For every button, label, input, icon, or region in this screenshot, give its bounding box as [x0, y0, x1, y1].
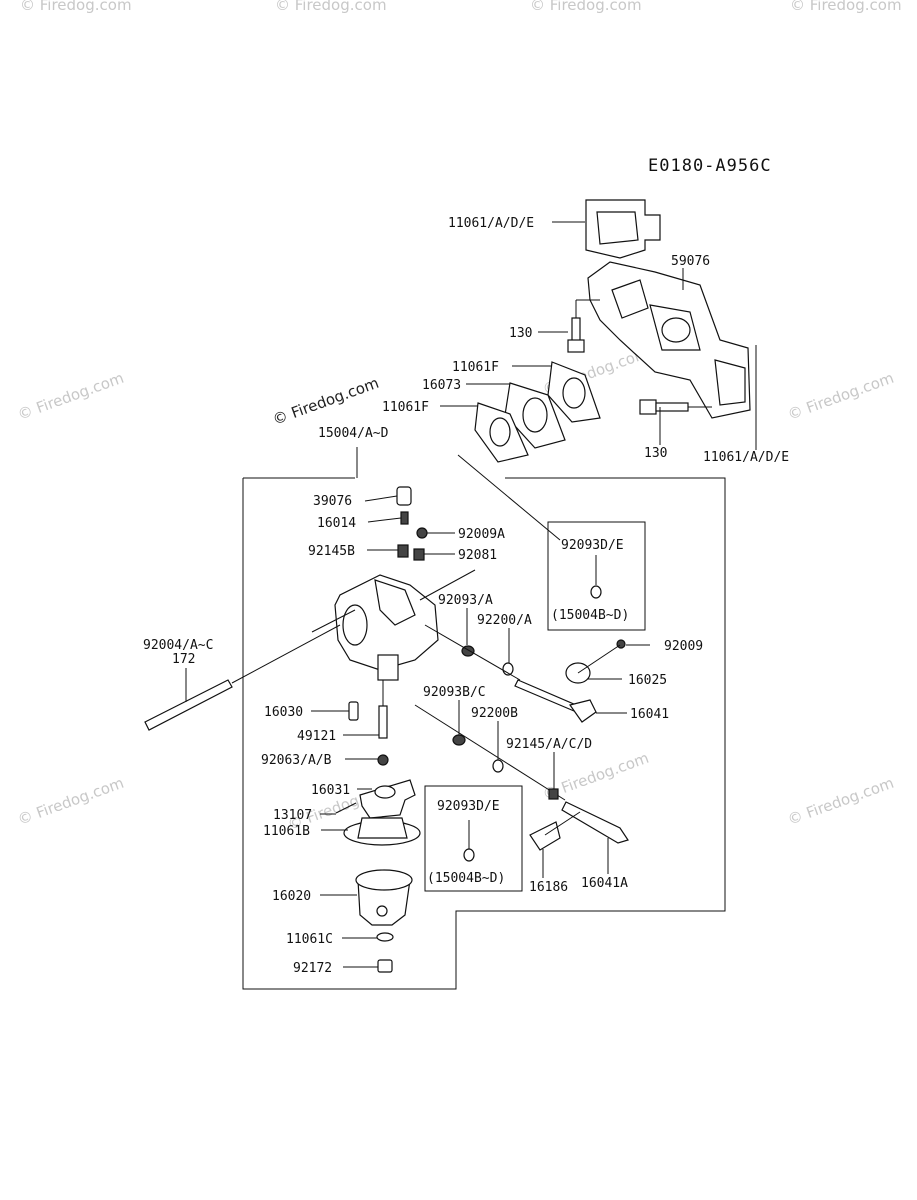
label-92093BC: 92093B/C: [423, 685, 486, 700]
label-13107: 13107: [273, 808, 312, 823]
diagram-code: E0180-A956C: [648, 156, 772, 176]
watermark: © Firedog.com: [785, 369, 896, 424]
label-92093DE-b: 92093D/E: [437, 799, 500, 814]
washer-92200B: [492, 759, 504, 773]
label-172: 172: [172, 652, 195, 667]
float-16031: [359, 779, 416, 819]
seal-92093DE-b: [463, 848, 475, 862]
watermark: © Firedog.com: [790, 0, 902, 14]
throttle-plate-16186: [529, 821, 561, 851]
label-49121: 49121: [297, 729, 336, 744]
washer-11061C: [376, 932, 394, 942]
label-92172: 92172: [293, 961, 332, 976]
label-16020: 16020: [272, 889, 311, 904]
label-15004BD-a: (15004B~D): [551, 608, 629, 623]
leader-lines: [185, 221, 757, 968]
gasket-11061ADE-top: [585, 199, 661, 259]
gasket-11061F-a: [547, 361, 601, 423]
spacer-16073: [504, 382, 566, 449]
seal-92093DE-a: [590, 585, 602, 599]
label-59076: 59076: [671, 254, 710, 269]
label-11061C: 11061C: [286, 932, 333, 947]
label-130-a: 130: [509, 326, 532, 341]
leader: [424, 624, 521, 681]
jet-92063: [377, 754, 389, 766]
bolt-130-a: [567, 299, 600, 353]
label-15004: 15004/A~D: [318, 426, 389, 441]
spring-92145ACD: [548, 788, 559, 800]
pin-13107: [335, 802, 357, 814]
label-92200A: 92200/A: [477, 613, 532, 628]
watermark: © Firedog.com: [15, 369, 126, 424]
label-92081: 92081: [458, 548, 497, 563]
watermark: © Firedog.com: [275, 0, 387, 14]
spring-92145B: [397, 544, 409, 558]
label-11061B: 11061B: [263, 824, 310, 839]
label-92093A: 92093/A: [438, 593, 493, 608]
throttle-shaft-16041A: [561, 801, 629, 844]
label-15004BD-b: (15004B~D): [427, 871, 505, 886]
label-92009: 92009: [664, 639, 703, 654]
label-92200B: 92200B: [471, 706, 518, 721]
label-16073: 16073: [422, 378, 461, 393]
watermark: © Firedog.com: [785, 774, 896, 829]
choke-shaft-16041: [514, 679, 597, 723]
screw-92172: [377, 959, 393, 973]
screw-92004-172: [144, 624, 341, 731]
label-92145ACD: 92145/A/C/D: [506, 737, 592, 752]
label-11061ADE-bottom: 11061/A/D/E: [703, 450, 789, 465]
label-92145B: 92145B: [308, 544, 355, 559]
intake-manifold-59076: [587, 261, 757, 419]
leader: [414, 704, 566, 801]
label-11061ADE-top: 11061/A/D/E: [448, 216, 534, 231]
label-92004: 92004/A~C: [143, 638, 213, 653]
seal-92093BC: [452, 734, 466, 746]
label-16014: 16014: [317, 516, 356, 531]
assembly-boundary: [242, 477, 726, 990]
label-11061F-a: 11061F: [452, 360, 499, 375]
jet-16014: [400, 511, 409, 525]
part-labels: 11061/A/D/E 59076 130 11061F 16073 11061…: [143, 216, 789, 976]
bolt-130-b: [639, 399, 712, 415]
subbox-92093DE-a: [547, 521, 646, 631]
gasket-11061F-b: [474, 402, 529, 463]
subbox-92093DE-b: [424, 785, 523, 892]
float-bowl-16020: [355, 869, 413, 926]
watermarks: © Firedog.com © Firedog.com © Firedog.co…: [15, 0, 901, 834]
needle-16030: [348, 701, 359, 721]
label-16041A: 16041A: [581, 876, 628, 891]
watermark: © Firedog.com: [20, 0, 132, 14]
label-16030: 16030: [264, 705, 303, 720]
label-16025: 16025: [628, 673, 667, 688]
label-130-b: 130: [644, 446, 667, 461]
watermark: © Firedog.com: [530, 0, 642, 14]
guide-line: [457, 454, 561, 541]
label-11061F-b: 11061F: [382, 400, 429, 415]
leader: [577, 644, 621, 674]
label-92093DE-a: 92093D/E: [561, 538, 624, 553]
screw-92009A: [416, 527, 428, 539]
spring-92081: [413, 548, 425, 561]
emulsion-tube-49121: [378, 680, 388, 739]
watermark-dark: © Firedog.com: [270, 374, 381, 429]
label-16031: 16031: [311, 783, 350, 798]
label-16186: 16186: [529, 880, 568, 895]
label-16041: 16041: [630, 707, 669, 722]
leader: [544, 811, 581, 836]
watermark: © Firedog.com: [15, 774, 126, 829]
plug-39076: [396, 486, 412, 506]
gasket-11061B: [343, 817, 421, 846]
label-92009A: 92009A: [458, 527, 505, 542]
label-92063: 92063/A/B: [261, 753, 332, 768]
carburetor-body: [311, 569, 476, 681]
label-39076: 39076: [313, 494, 352, 509]
